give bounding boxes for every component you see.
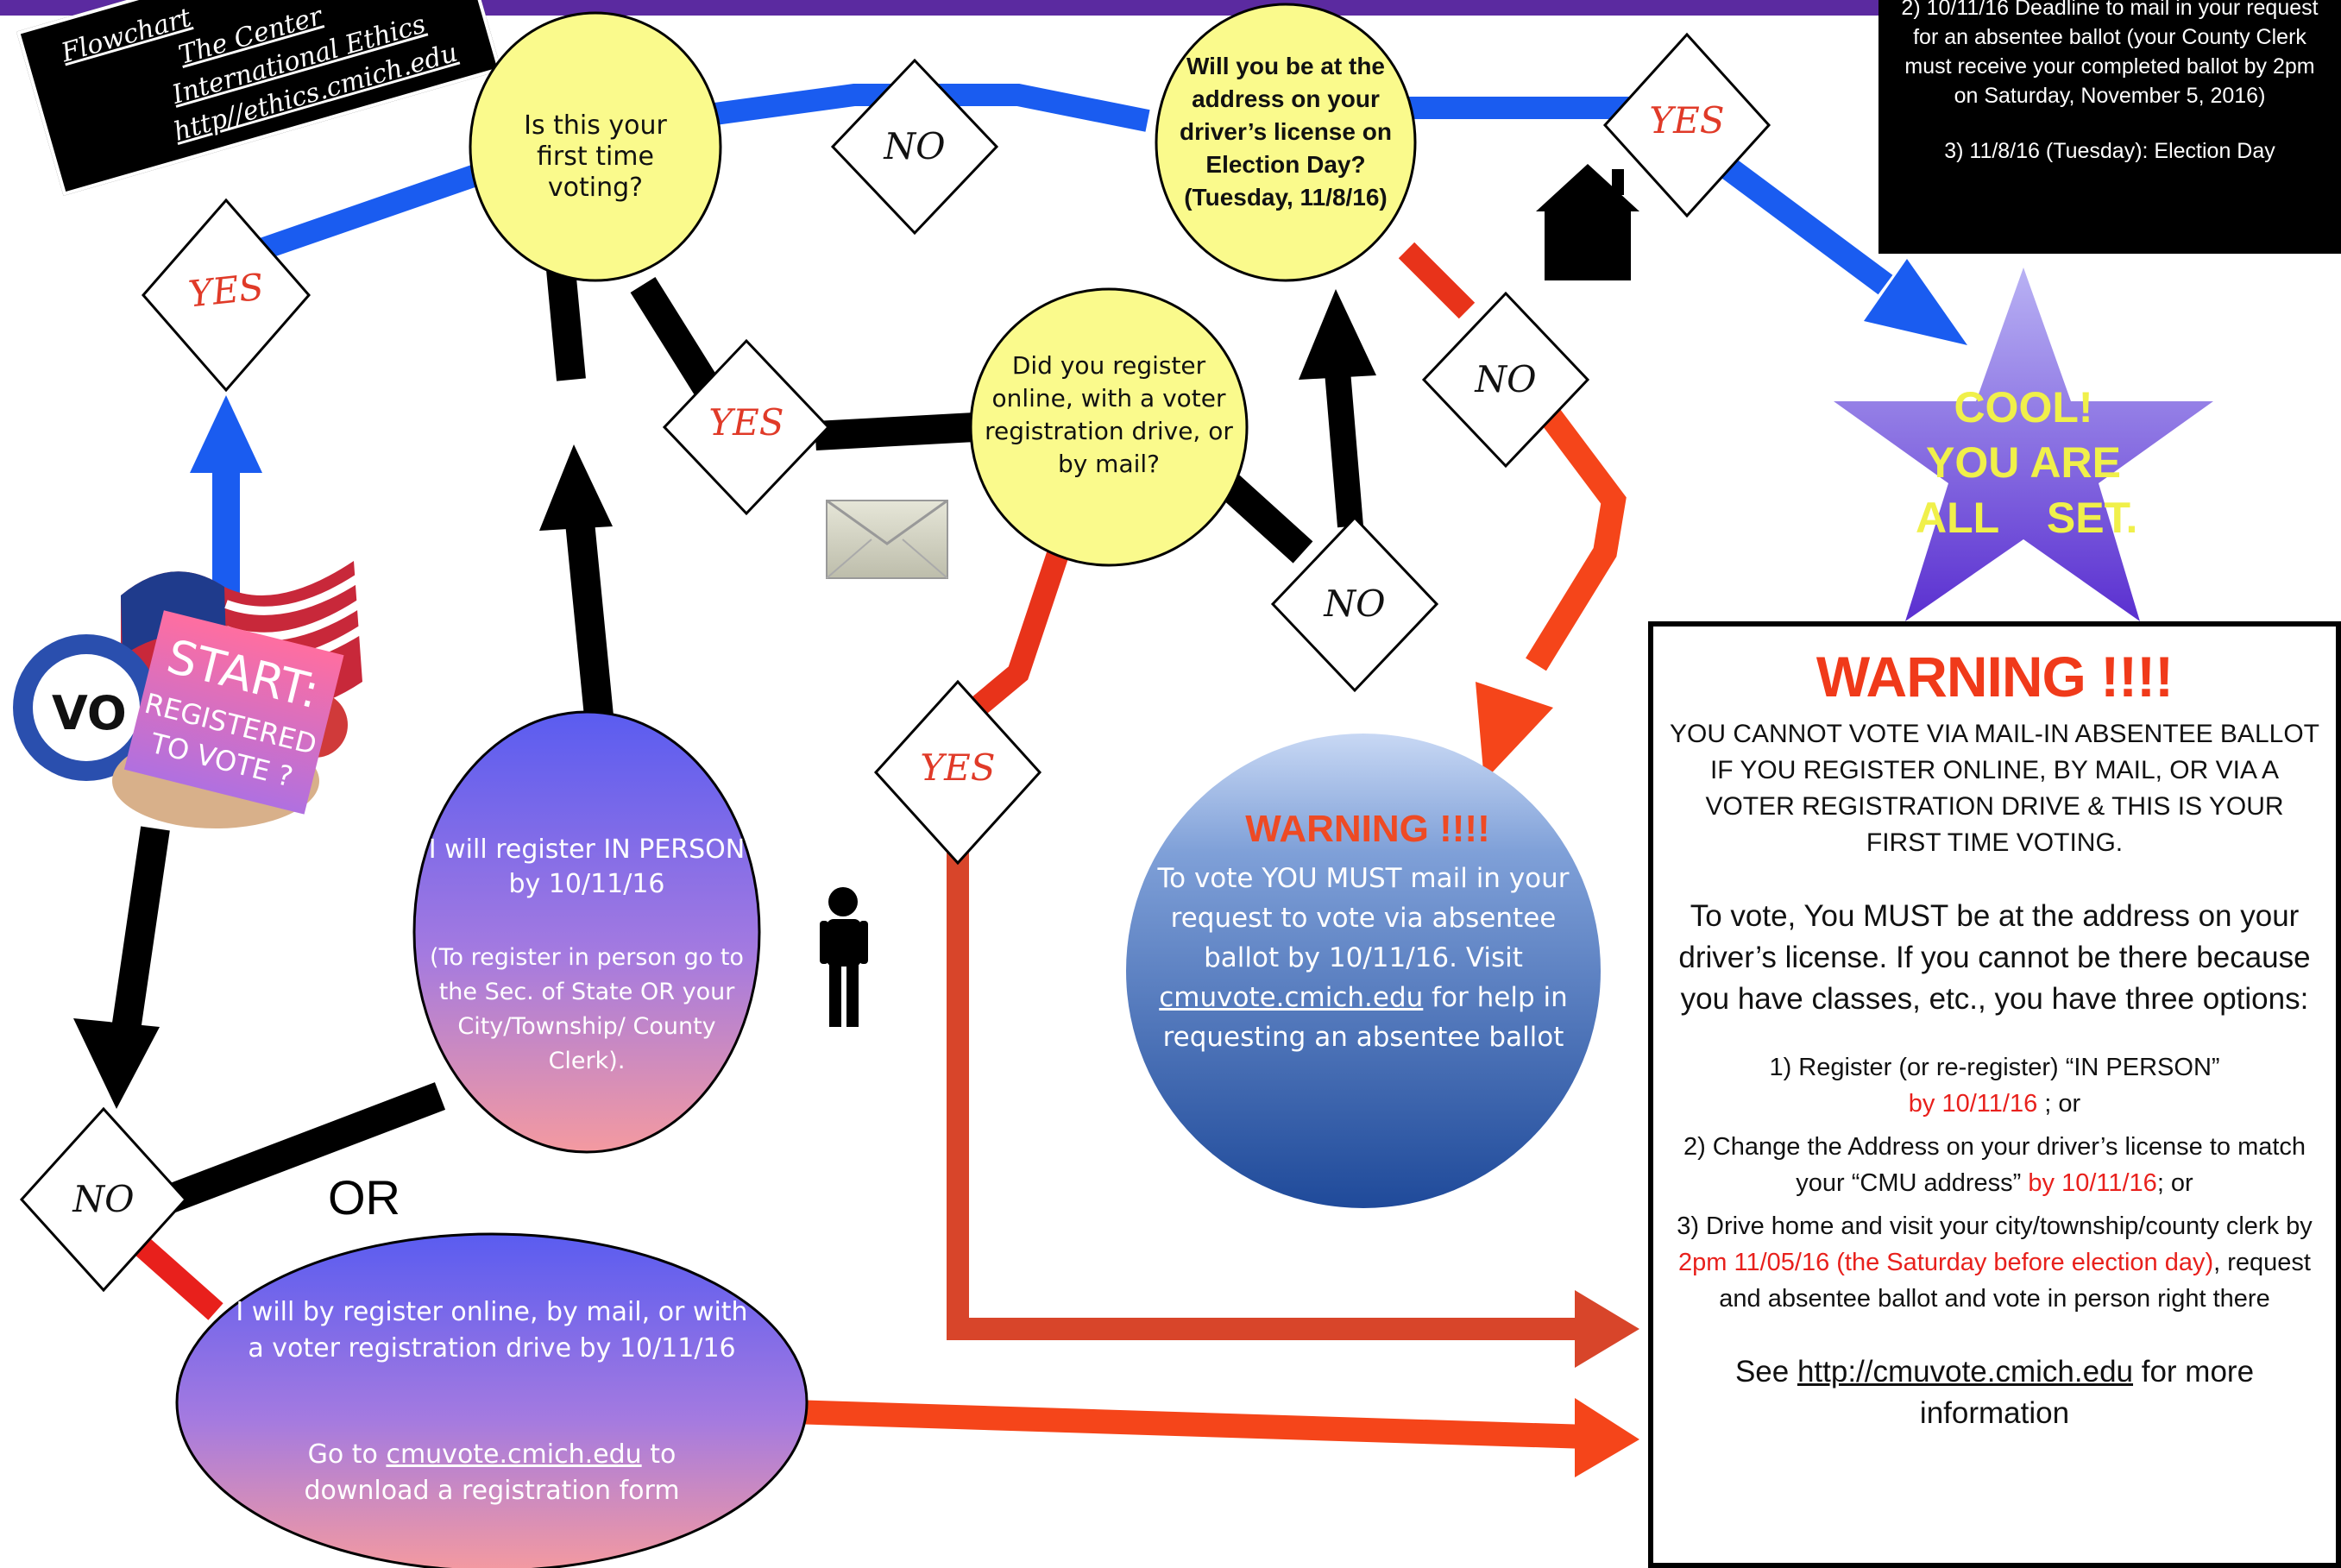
warning-box-option-1: 1) Register (or re-register) “IN PERSON”… — [1669, 1049, 2320, 1122]
connector-no-address — [1299, 289, 1376, 528]
diamond-label-no-registered: NO — [1324, 582, 1386, 625]
option-1-text: 1) Register (or re-register) “IN PERSON” — [1769, 1054, 2220, 1081]
diamond-label-yes-first: YES — [708, 401, 784, 444]
diamond-yes-address — [1602, 32, 1771, 218]
option-2-deadline: by 10/11/16 — [2028, 1169, 2157, 1197]
diamond-label-yes-address: YES — [1649, 99, 1725, 142]
node-in-person-text: I will register IN PERSON by 10/11/16 — [428, 834, 746, 899]
option-3-deadline: 2pm 11/05/16 (the Saturday before electi… — [1678, 1249, 2214, 1276]
node-first-time-text: Is this your first time voting? — [524, 110, 667, 203]
connector-address-no — [1398, 242, 1476, 319]
option-1-deadline: by 10/11/16 — [1908, 1090, 2038, 1118]
vote-badge-text: VO — [52, 686, 127, 740]
warning-box-para-1: YOU CANNOT VOTE VIA MAIL-IN ABSENTEE BAL… — [1670, 720, 2319, 857]
key-date-3: 3) 11/8/16 (Tuesday): Election Day — [1944, 139, 2275, 163]
star-line-2: YOU ARE — [1926, 438, 2121, 487]
node-online-text: I will by register online, by mail, or w… — [236, 1297, 748, 1363]
warning-box-option-2: 2) Change the Address on your driver’s l… — [1669, 1129, 2320, 1201]
envelope-icon — [826, 499, 948, 579]
top-banner — [0, 0, 2341, 16]
connector-no-online — [130, 1234, 223, 1320]
star-text: COOL! YOU ARE ALL SET. — [1916, 380, 2138, 545]
see-more-suffix: for more information — [1919, 1355, 2255, 1430]
connector-yes-star — [1709, 149, 1967, 345]
connector-start-no — [73, 826, 170, 1109]
warning-circle-link[interactable]: cmuvote.cmich.edu — [1159, 982, 1424, 1013]
diamond-label-no-first: NO — [884, 125, 946, 167]
diamond-no-address — [1421, 291, 1590, 469]
connector-inperson-firsttime — [539, 268, 614, 727]
node-address-text: Will you be at the address on your drive… — [1180, 53, 1392, 211]
person-icon — [820, 887, 868, 1027]
warning-circle-rest: for help in requesting an absentee ballo… — [1162, 982, 1568, 1053]
diamond-label-yes-registered: YES — [920, 746, 996, 789]
warning-box-see-more: See http://cmuvote.cmich.edu for more in… — [1669, 1351, 2320, 1434]
connector-registered-yes — [959, 539, 1073, 725]
online-go-to: Go to — [307, 1439, 387, 1470]
connector-yes-firsttime — [255, 161, 488, 261]
node-registered-how-text: Did you register online, with a voter re… — [985, 351, 1233, 478]
option-2-end: ; or — [2156, 1169, 2193, 1197]
diamond-no-registered — [1270, 515, 1439, 693]
node-registered-how — [969, 287, 1249, 567]
online-link[interactable]: cmuvote.cmich.edu — [386, 1439, 642, 1470]
node-in-person — [412, 710, 761, 1154]
node-in-person-note: (To register in person go to the Sec. of… — [430, 944, 744, 1074]
connector-online-warningbox — [763, 1398, 1639, 1477]
diamond-label-no-address: NO — [1475, 358, 1537, 400]
warning-box-title: WARNING !!!! — [1816, 645, 2174, 708]
option-1-end: ; or — [2037, 1090, 2081, 1118]
diamond-no-start — [19, 1106, 188, 1293]
node-warning-circle — [1126, 734, 1601, 1208]
key-date-2: 2) 10/11/16 Deadline to mail in your req… — [1901, 0, 2319, 108]
node-online — [175, 1232, 809, 1568]
warning-circle-title: WARNING !!!! — [1245, 808, 1490, 850]
see-more-prefix: See — [1734, 1355, 1797, 1389]
connector-no-warning — [1476, 406, 1627, 781]
diamond-yes-first — [662, 338, 831, 516]
diamond-yes-registered — [873, 679, 1042, 866]
node-address — [1155, 3, 1417, 282]
or-label: OR — [328, 1170, 400, 1225]
house-icon — [1536, 164, 1639, 280]
warning-box-para-2: To vote, You MUST be at the address on y… — [1678, 899, 2311, 1016]
diamond-no-first — [830, 58, 999, 236]
star-line-3: ALL SET. — [1916, 494, 2138, 542]
diamond-label-no-start: NO — [72, 1178, 135, 1220]
connector-yes-warningbox — [947, 841, 1639, 1368]
see-more-link[interactable]: http://cmuvote.cmich.edu — [1797, 1355, 2134, 1389]
connector-yes-registered — [815, 412, 976, 450]
warning-circle-text: To vote YOU MUST mail in your request to… — [1130, 859, 1596, 1057]
node-first-time — [469, 11, 722, 282]
online-rest: to download a registration form — [304, 1439, 680, 1506]
option-3-text: 3) Drive home and visit your city/townsh… — [1677, 1212, 2313, 1240]
star-all-set — [1834, 268, 2213, 621]
option-2-text: 2) Change the Address on your driver’s l… — [1683, 1133, 2306, 1197]
node-online-note: Go to cmuvote.cmich.edu to download a re… — [293, 1437, 690, 1509]
option-3-end: , request and absentee ballot and vote i… — [1719, 1249, 2311, 1313]
warning-box: WARNING !!!! YOU CANNOT VOTE VIA MAIL-IN… — [1648, 621, 2341, 1568]
connector-no-inperson — [162, 1082, 446, 1213]
star-line-1: COOL! — [1954, 383, 2093, 431]
start-label[interactable]: START: REGISTERED TO VOTE ? — [123, 610, 344, 815]
key-dates-box: 2) 10/11/16 Deadline to mail in your req… — [1878, 0, 2341, 254]
warning-box-option-3: 3) Drive home and visit your city/townsh… — [1669, 1208, 2320, 1317]
warning-circle-body: To vote YOU MUST mail in your request to… — [1157, 863, 1570, 973]
diamond-yes-start — [142, 198, 311, 393]
